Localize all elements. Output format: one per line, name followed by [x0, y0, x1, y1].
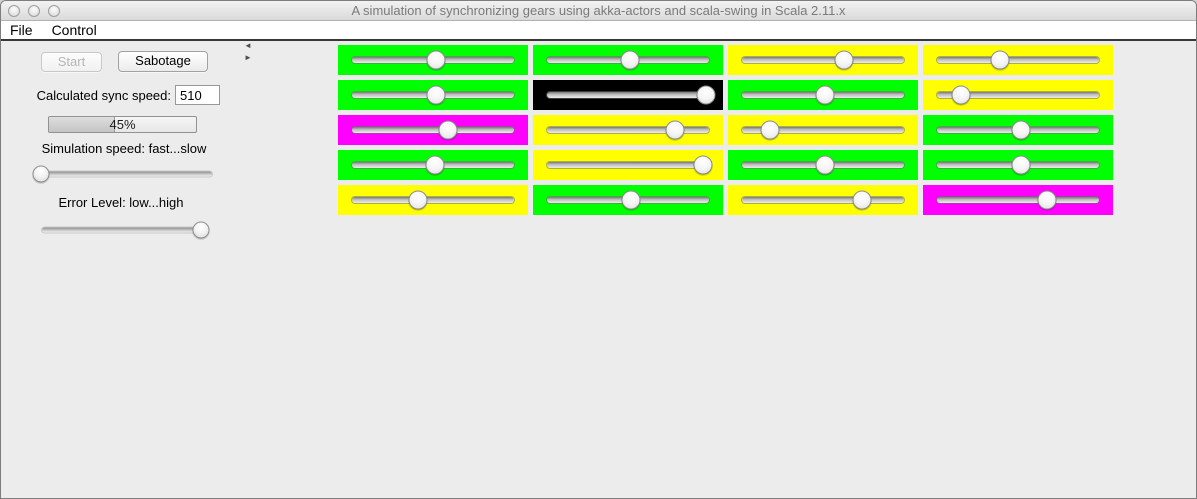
gear-slider-thumb[interactable] [760, 120, 780, 140]
gear-slider-cell[interactable] [728, 45, 918, 75]
gear-slider-track[interactable] [352, 190, 514, 210]
sim-speed-thumb[interactable] [32, 165, 50, 183]
gear-slider-track[interactable] [352, 85, 514, 105]
gear-slider-thumb[interactable] [621, 190, 641, 210]
gear-slider-thumb[interactable] [1011, 155, 1031, 175]
sync-speed-input[interactable] [175, 85, 220, 105]
gear-slider-track[interactable] [742, 155, 904, 175]
gear-slider-cell[interactable] [923, 185, 1113, 215]
gear-slider-thumb[interactable] [696, 85, 716, 105]
gear-slider-track[interactable] [742, 50, 904, 70]
progress-label: 45% [109, 117, 136, 132]
gear-slider-thumb[interactable] [834, 50, 854, 70]
gear-slider-track[interactable] [352, 50, 514, 70]
close-icon[interactable] [8, 5, 20, 17]
gear-slider-thumb[interactable] [665, 120, 685, 140]
gear-slider-track[interactable] [547, 50, 709, 70]
divider-expand-icon[interactable]: ► [244, 53, 252, 62]
title-bar[interactable]: A simulation of synchronizing gears usin… [1, 1, 1196, 21]
gear-slider-thumb[interactable] [426, 85, 446, 105]
gear-slider-track[interactable] [547, 120, 709, 140]
gear-slider-cell[interactable] [533, 115, 723, 145]
content-area: Start Sabotage Calculated sync speed: 45… [1, 41, 1196, 497]
window-title: A simulation of synchronizing gears usin… [351, 3, 846, 18]
error-level-track[interactable] [42, 227, 208, 233]
gear-slider-track[interactable] [937, 155, 1099, 175]
gear-slider-cell[interactable] [533, 45, 723, 75]
sync-speed-label: Calculated sync speed: [36, 88, 171, 103]
gear-slider-cell[interactable] [923, 45, 1113, 75]
gear-slider-cell[interactable] [728, 115, 918, 145]
gear-slider-track[interactable] [742, 190, 904, 210]
gear-slider-thumb[interactable] [408, 190, 428, 210]
gear-slider-thumb[interactable] [438, 120, 458, 140]
gear-slider-track[interactable] [547, 190, 709, 210]
gear-slider-cell[interactable] [338, 185, 528, 215]
gear-slider-thumb[interactable] [1037, 190, 1057, 210]
error-level-thumb[interactable] [192, 221, 210, 239]
sim-speed-track[interactable] [34, 171, 212, 177]
gear-slider-cell[interactable] [728, 185, 918, 215]
gear-slider-track[interactable] [742, 120, 904, 140]
error-level-slider[interactable] [42, 221, 210, 239]
gear-slider-cell[interactable] [923, 115, 1113, 145]
menu-item-control[interactable]: Control [51, 22, 97, 38]
gear-slider-thumb[interactable] [425, 155, 445, 175]
gear-slider-thumb[interactable] [815, 155, 835, 175]
gear-slider-thumb[interactable] [815, 85, 835, 105]
gear-slider-thumb[interactable] [620, 50, 640, 70]
menu-item-file[interactable]: File [10, 22, 33, 38]
gear-slider-track[interactable] [937, 50, 1099, 70]
gear-slider-cell[interactable] [533, 80, 723, 110]
error-level-label: Error Level: low...high [58, 195, 184, 210]
gear-slider-track[interactable] [742, 85, 904, 105]
gear-grid [338, 45, 1113, 215]
gear-slider-cell[interactable] [923, 80, 1113, 110]
gear-slider-thumb[interactable] [990, 50, 1010, 70]
gear-slider-cell[interactable] [338, 80, 528, 110]
sim-speed-slider[interactable] [32, 165, 212, 183]
gear-slider-cell[interactable] [338, 115, 528, 145]
gear-slider-cell[interactable] [728, 80, 918, 110]
sabotage-button[interactable]: Sabotage [118, 51, 208, 72]
window-controls [8, 5, 60, 17]
gear-slider-track[interactable] [937, 85, 1099, 105]
gear-slider-thumb[interactable] [951, 85, 971, 105]
gear-slider-cell[interactable] [533, 185, 723, 215]
zoom-icon[interactable] [48, 5, 60, 17]
divider-collapse-icon[interactable]: ◄ [244, 41, 252, 50]
progress-bar: 45% [48, 116, 197, 133]
gear-slider-track[interactable] [352, 155, 514, 175]
gear-slider-track[interactable] [937, 120, 1099, 140]
gear-slider-cell[interactable] [338, 45, 528, 75]
gear-slider-thumb[interactable] [426, 50, 446, 70]
gear-slider-track[interactable] [352, 120, 514, 140]
gear-slider-thumb[interactable] [1011, 120, 1031, 140]
gear-slider-track[interactable] [547, 155, 713, 175]
gear-slider-thumb[interactable] [693, 155, 713, 175]
gear-slider-track[interactable] [937, 190, 1099, 210]
gear-slider-track[interactable] [547, 85, 716, 105]
gear-slider-cell[interactable] [533, 150, 723, 180]
menu-bar: File Control [1, 21, 1196, 41]
minimize-icon[interactable] [28, 5, 40, 17]
gear-slider-thumb[interactable] [852, 190, 872, 210]
gear-slider-cell[interactable] [728, 150, 918, 180]
progress-fill [49, 117, 116, 132]
start-button[interactable]: Start [41, 52, 102, 72]
sim-speed-label: Simulation speed: fast...slow [41, 141, 207, 156]
gear-slider-cell[interactable] [338, 150, 528, 180]
gear-slider-cell[interactable] [923, 150, 1113, 180]
